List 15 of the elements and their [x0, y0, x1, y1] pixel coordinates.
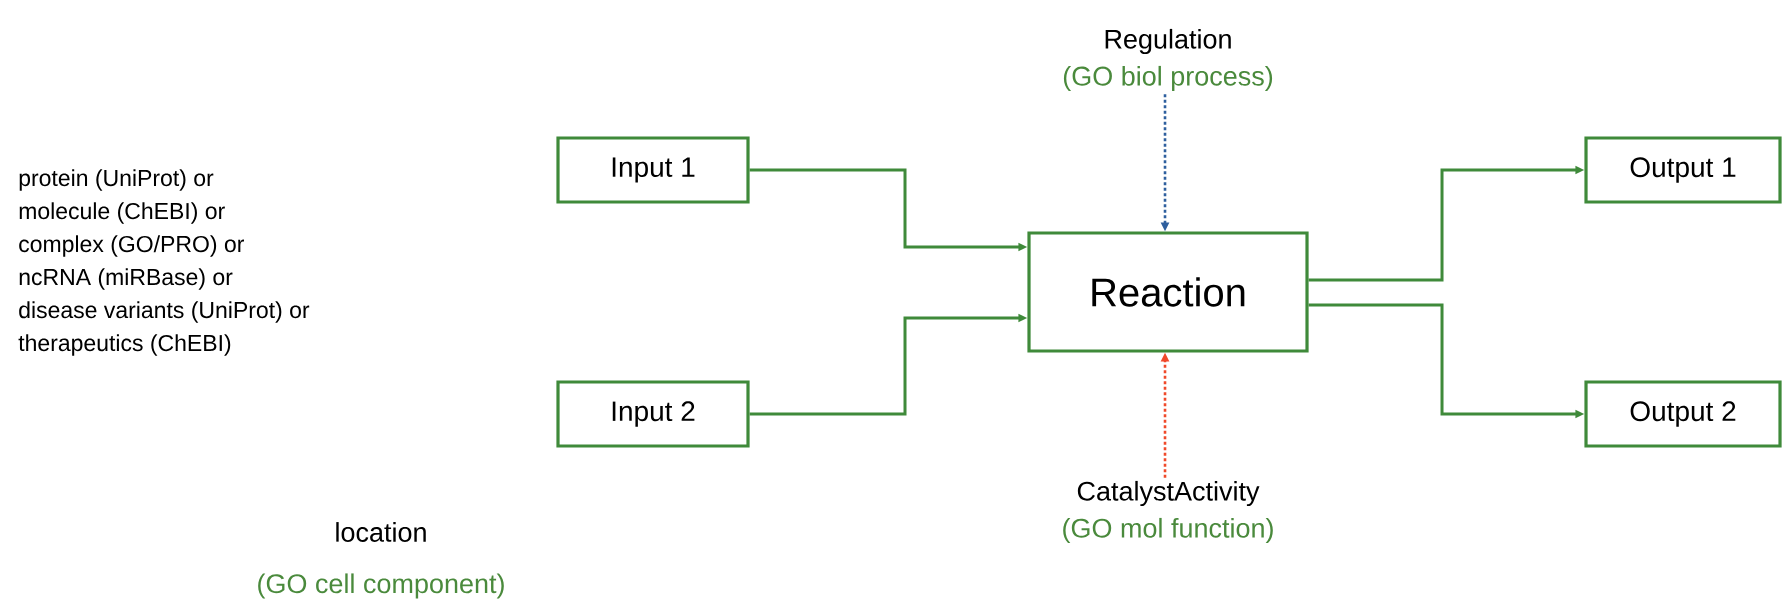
label-text: complex (GO/PRO) or — [19, 235, 244, 257]
text-label: CatalystActivity (GO mol function) — [1063, 480, 1273, 544]
process-box: Input 2 — [556, 380, 750, 448]
process-box: Input 1 — [556, 136, 750, 204]
label-text: (GO cell component) — [258, 573, 504, 599]
label-text: therapeutics (ChEBI) — [18, 334, 231, 356]
label-text: location — [336, 522, 426, 542]
text-label: Regulation (GO biol process) — [1063, 28, 1273, 92]
label-text: molecule (ChEBI) or — [19, 202, 225, 224]
label-text: disease variants (UniProt) or — [19, 301, 310, 323]
process-box: Output 1 — [1584, 136, 1782, 204]
process-box: Output 2 — [1584, 380, 1782, 448]
label-text: protein (UniProt) or — [19, 169, 214, 191]
label-text: ncRNA (miRBase) or — [19, 268, 233, 290]
process-box: Reaction — [1027, 231, 1309, 353]
